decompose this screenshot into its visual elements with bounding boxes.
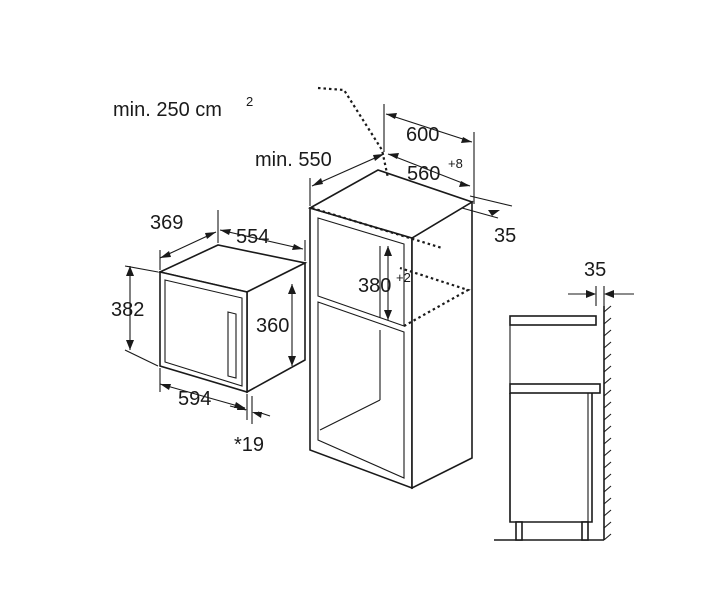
niche-height-tolerance: +2 bbox=[396, 270, 411, 285]
appliance-body-width-label: 554 bbox=[236, 226, 269, 248]
front-offset-label: 35 bbox=[494, 225, 516, 247]
appliance-body-height-label: 360 bbox=[256, 315, 289, 337]
niche-width-tolerance: +8 bbox=[448, 156, 463, 171]
cabinet-dimensions bbox=[309, 104, 513, 320]
cabinet-width-label: 600 bbox=[406, 124, 439, 146]
appliance-height-label: 382 bbox=[111, 299, 144, 321]
niche-width-label: 560 bbox=[407, 163, 440, 185]
tall-cabinet bbox=[307, 86, 474, 490]
appliance-width-label: 594 bbox=[178, 388, 211, 410]
ventilation-label: min. 250 cm bbox=[113, 99, 222, 121]
niche-depth-min-label: min. 550 bbox=[255, 149, 332, 171]
side-section bbox=[494, 286, 634, 541]
niche-height-label: 380 bbox=[358, 275, 391, 297]
door-thickness-label: *19 bbox=[234, 434, 264, 456]
side-gap-label: 35 bbox=[584, 259, 606, 281]
appliance-depth-label: 369 bbox=[150, 212, 183, 234]
appliance-dimensions bbox=[124, 210, 306, 424]
ventilation-superscript: 2 bbox=[246, 94, 253, 109]
